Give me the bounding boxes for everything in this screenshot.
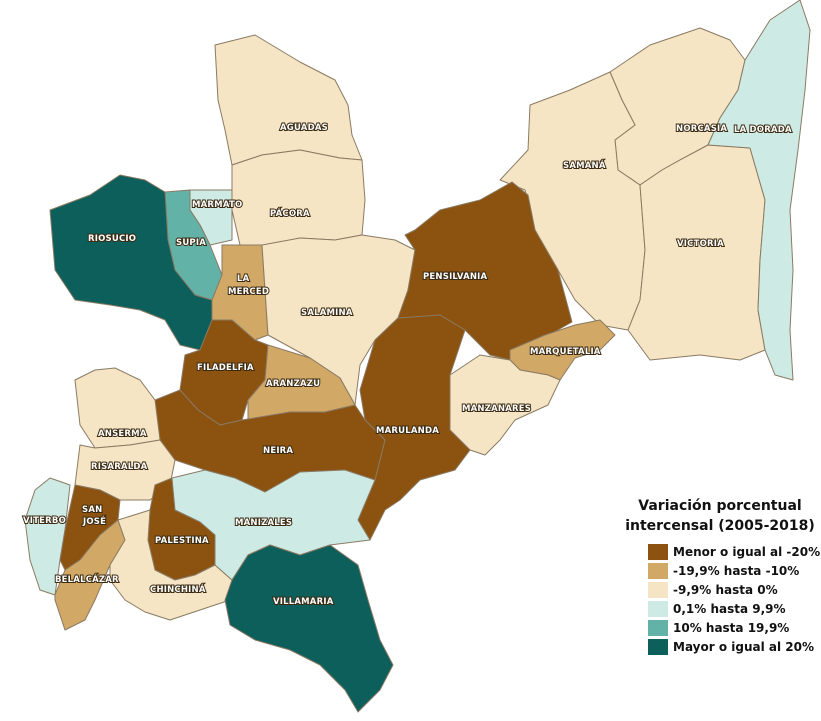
label-manzanares: MANZANARES	[462, 404, 531, 414]
legend-swatch	[648, 600, 668, 617]
label-marquetalia: MARQUETALIA	[530, 347, 601, 357]
legend-swatch	[648, 638, 668, 655]
legend-item: -19,9% hasta -10%	[648, 561, 820, 580]
region-la-dorada	[707, 0, 811, 381]
label-riosucio: RIOSUCIO	[88, 234, 136, 244]
legend-swatch	[648, 562, 668, 579]
legend-label: 0,1% hasta 9,9%	[673, 601, 786, 616]
label-salamina: SALAMINA	[301, 308, 353, 318]
label-manizales: MANIZALES	[235, 518, 292, 528]
legend-item: 10% hasta 19,9%	[648, 618, 820, 637]
legend-swatch	[648, 581, 668, 598]
label-aguadas: AGUADAS	[280, 123, 328, 133]
label-filadelfia: FILADELFIA	[197, 363, 254, 373]
region-villamaria	[224, 544, 394, 713]
label-anserma: ANSERMA	[98, 429, 147, 439]
map-legend: Variación porcentual intercensal (2005-2…	[620, 496, 820, 656]
label-villamaria: VILLAMARIA	[273, 597, 334, 607]
label-la-merced-line1: LA	[237, 274, 250, 284]
legend-label: 10% hasta 19,9%	[673, 620, 790, 635]
label-marulanda: MARULANDA	[376, 426, 439, 436]
label-neira: NEIRA	[263, 446, 293, 456]
region-viterbo	[24, 477, 71, 596]
region-anserma	[74, 367, 161, 449]
label-aranzazu: ARANZAZU	[266, 379, 320, 389]
label-belalcazar: BELALCÁZAR	[55, 573, 119, 585]
legend-swatch	[648, 543, 668, 560]
legend-label: Mayor o igual al 20%	[673, 639, 814, 654]
legend-item: 0,1% hasta 9,9%	[648, 599, 820, 618]
label-chinchina: CHINCHINÁ	[150, 583, 206, 595]
label-norcasia: NORCASIA	[676, 124, 727, 134]
label-pacora: PÁCORA	[270, 207, 310, 219]
label-san-jose-line2: JOSÉ	[82, 515, 106, 527]
legend-title-line2: intercensal (2005-2018)	[625, 518, 815, 534]
region-belalcazar	[54, 519, 126, 631]
legend-label: -19,9% hasta -10%	[673, 563, 800, 578]
label-supia: SUPIA	[176, 238, 206, 248]
label-victoria: VICTORIA	[677, 239, 724, 249]
legend-item: Mayor o igual al 20%	[648, 637, 820, 656]
label-palestina: PALESTINA	[155, 536, 209, 546]
legend-label: Menor o igual al -20%	[673, 544, 821, 559]
legend-item: Menor o igual al -20%	[648, 542, 820, 561]
label-marmato: MARMATO	[192, 200, 242, 210]
label-samana: SAMANÁ	[563, 159, 606, 171]
label-la-dorada: LA DORADA	[734, 125, 792, 135]
region-aguadas	[214, 34, 363, 166]
label-risaralda: RISARALDA	[91, 462, 148, 472]
label-la-merced-line2: MERCED	[228, 287, 269, 297]
legend-title-line1: Variación porcentual	[638, 498, 802, 514]
legend-item: -9,9% hasta 0%	[648, 580, 820, 599]
label-pensilvania: PENSILVANIA	[423, 272, 488, 282]
label-san-jose-line1: SAN	[82, 505, 102, 515]
legend-label: -9,9% hasta 0%	[673, 582, 778, 597]
label-viterbo: VITERBO	[23, 516, 66, 526]
legend-swatch	[648, 619, 668, 636]
region-pacora	[231, 149, 366, 246]
